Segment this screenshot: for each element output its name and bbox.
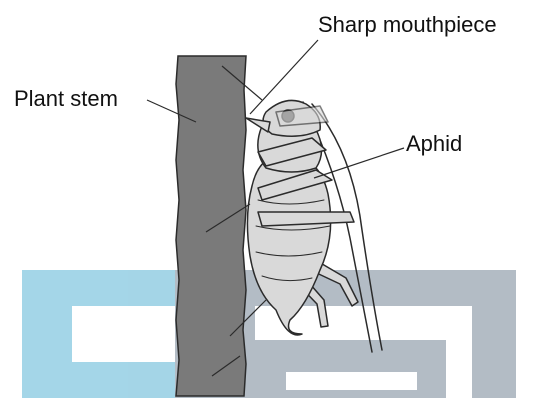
aphid: [246, 100, 382, 352]
label-sharp-mouthpiece: Sharp mouthpiece: [318, 14, 497, 36]
plant-stem: [176, 56, 246, 396]
aphid-leg-rear: [258, 212, 354, 226]
label-plant-stem: Plant stem: [14, 88, 118, 110]
label-aphid: Aphid: [406, 133, 462, 155]
leader-line-aphid: [314, 148, 404, 178]
